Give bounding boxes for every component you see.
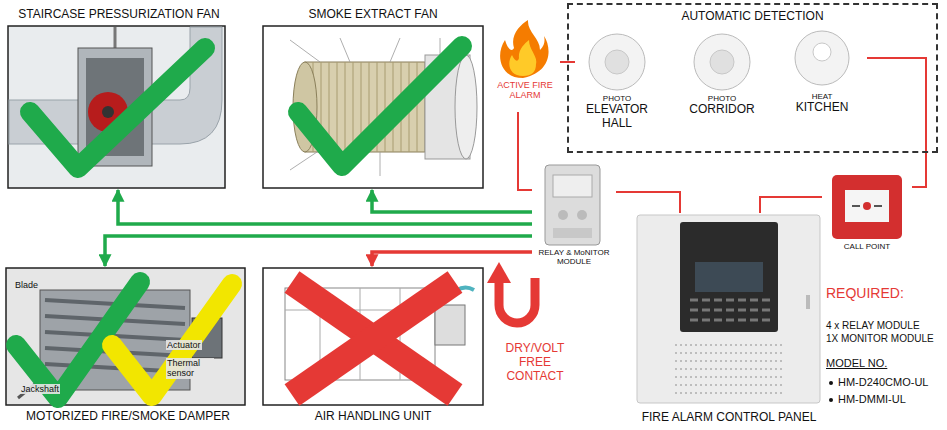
smoke-extract-fan-picture: [263, 26, 483, 188]
node-text: SMOKE EXTRACT FAN: [308, 8, 437, 22]
equipment-box: STAIRCASE PRESSURIZATION FAN: [5, 5, 233, 190]
detector-node: PHOTOCORRIDOR: [677, 30, 767, 142]
node-text: AIR HANDLING UNIT: [315, 410, 432, 424]
node-text: PHOTO: [603, 94, 631, 103]
node-text: CORRIDOR: [689, 103, 754, 117]
part-name: Jackshaft: [20, 384, 60, 394]
model-heading: MODEL NO.: [826, 357, 944, 370]
model-number: HM-D240CMO-UL: [838, 376, 944, 389]
node-text: RELAY & MoNITOR MODULE: [534, 248, 614, 266]
node-text: ACTIVE FIRE ALARM: [492, 80, 558, 101]
flame-icon: [500, 20, 548, 78]
connector: [105, 236, 532, 266]
damper-picture: [6, 268, 245, 405]
contact-note: DRY/VOLT FREE CONTACT: [492, 342, 578, 383]
node-text: STAIRCASE PRESSURIZATION FAN: [18, 8, 220, 22]
node-text: KITCHEN: [796, 101, 849, 115]
staircase-fan-picture: [8, 26, 225, 188]
connector: [867, 58, 926, 187]
relay-module-icon: [545, 165, 600, 245]
node-text: FIRE ALARM CONTROL PANEL: [642, 411, 817, 425]
detection-group: AUTOMATIC DETECTIONPHOTOELEVATOR HALLPHO…: [567, 3, 938, 153]
requirement-item: 4 x RELAY MODULE: [826, 320, 944, 332]
connector: [616, 192, 680, 213]
bullet-dot: [829, 398, 833, 402]
call-point-icon: [832, 175, 902, 239]
connector: [372, 252, 532, 266]
heat-detector-icon: [795, 31, 849, 85]
node-text: MOTORIZED FIRE/SMOKE DAMPER: [26, 410, 230, 424]
connector: [760, 197, 822, 213]
control-panel-node: FIRE ALARM CONTROL PANEL: [630, 213, 828, 428]
part-name: Actuator: [166, 340, 202, 350]
detector-node: HEATKITCHEN: [777, 30, 867, 142]
dry-contact-arrow: [487, 262, 535, 323]
control-panel-icon: [637, 215, 820, 403]
model-number: HM-DMMI-UL: [838, 393, 944, 406]
part-name: Thermal sensor: [166, 358, 214, 379]
fire-alarm-node: ACTIVE FIRE ALARM: [490, 20, 560, 112]
node-text: AUTOMATIC DETECTION: [681, 10, 823, 24]
equipment-box: SMOKE EXTRACT FAN: [258, 5, 488, 190]
connector: [118, 190, 532, 224]
connector: [518, 112, 532, 190]
detector-node: PHOTOELEVATOR HALL: [575, 30, 659, 142]
required-heading: REQUIRED:: [826, 285, 944, 301]
connector: [372, 190, 532, 212]
smoke-detector-icon: [589, 34, 750, 90]
relay-module-node: RELAY & MoNITOR MODULE: [532, 163, 616, 273]
node-text: HEAT: [812, 92, 833, 101]
node-text: ELEVATOR HALL: [577, 103, 657, 131]
node-text: CALL POINT: [844, 242, 890, 251]
call-point-node: CALL POINT: [822, 172, 912, 256]
part-name: Blade: [14, 280, 39, 290]
requirement-item: 1X MONITOR MODULE: [826, 333, 944, 345]
equipment-box: MOTORIZED FIRE/SMOKE DAMPER: [3, 266, 253, 428]
node-text: PHOTO: [708, 94, 736, 103]
equipment-box: AIR HANDLING UNIT: [262, 266, 484, 428]
bullet-dot: [829, 381, 833, 385]
ahu-picture: [263, 268, 483, 405]
